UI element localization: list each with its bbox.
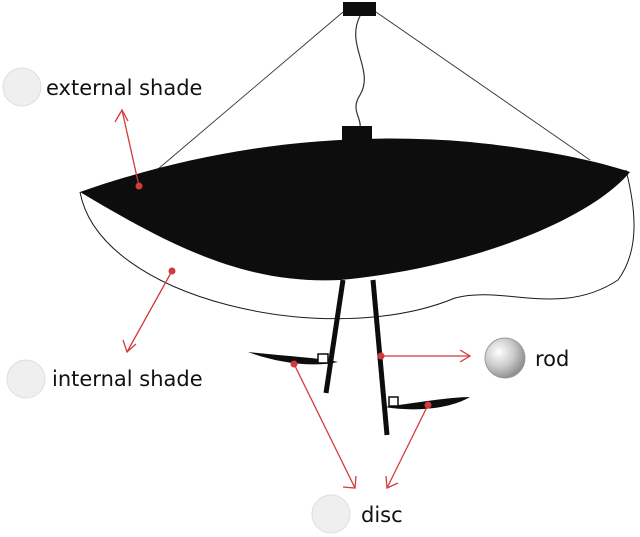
shade-cap (342, 126, 372, 142)
label-rod: rod (535, 347, 569, 371)
label-disc: disc (361, 503, 403, 527)
internal-shade-swatch-icon (6, 359, 46, 399)
arrow-rod (381, 349, 472, 363)
ceiling-canopy (343, 2, 376, 16)
suspension-cable-left (137, 11, 344, 187)
marker-disc-right (424, 401, 432, 409)
external-shade (80, 138, 630, 281)
power-cord (355, 15, 365, 129)
marker-disc-left (290, 360, 298, 368)
marker-internal-shade (168, 267, 176, 275)
disc-right-clamp (388, 396, 399, 407)
internal-shade (79, 169, 635, 320)
label-external-shade: external shade (46, 76, 202, 100)
rod-swatch-icon (484, 337, 526, 379)
arrow-external-shade (114, 108, 140, 187)
marker-external-shade (135, 182, 143, 190)
disc-swatch-icon (311, 494, 351, 534)
arrow-disc-right (385, 404, 429, 489)
disc-left-clamp (317, 353, 329, 364)
external-shade-swatch-icon (2, 67, 42, 107)
arrow-internal-shade (122, 270, 173, 354)
marker-rod (377, 352, 385, 360)
label-internal-shade: internal shade (52, 367, 203, 391)
rod-left (323, 279, 346, 394)
arrow-disc-left (293, 363, 357, 489)
disc-left (248, 352, 338, 365)
suspension-cable-right (375, 11, 591, 161)
